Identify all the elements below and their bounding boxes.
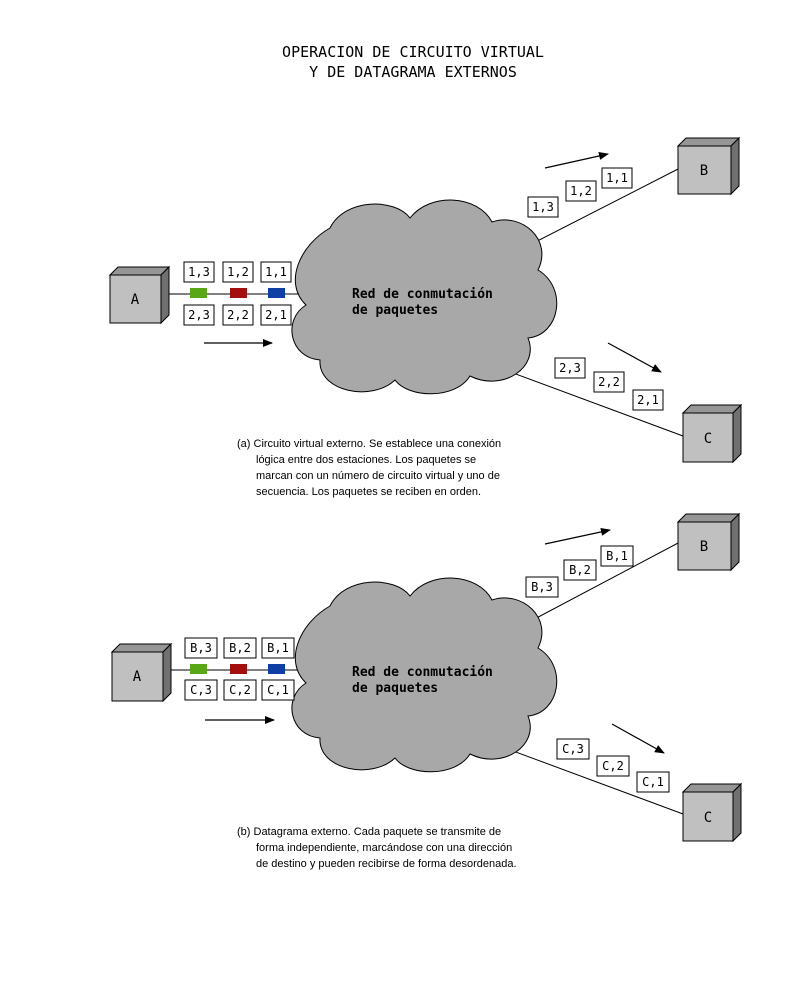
packet-label-box <box>183 304 215 326</box>
network-label-line-1: Red de conmutación <box>352 665 493 680</box>
packet-label-box <box>565 180 597 202</box>
direction-arrow <box>544 152 609 169</box>
node-a: A <box>108 265 171 325</box>
packet-label: C,2 <box>602 759 624 773</box>
packet-label: 2,3 <box>188 308 210 322</box>
node-a-label: A <box>133 669 142 685</box>
direction-arrow <box>607 342 662 373</box>
packet-label: 1,2 <box>227 265 249 279</box>
packet-label: 1,2 <box>570 184 592 198</box>
packet-label: 1,3 <box>188 265 210 279</box>
network-label-line-2: de paquetes <box>352 303 438 318</box>
title-line-1: OPERACION DE CIRCUITO VIRTUAL <box>282 43 544 61</box>
node-b-label: B <box>700 539 708 555</box>
caption-datagram-line-3: de destino y pueden recibirse de forma d… <box>256 858 517 870</box>
packet-label: B,2 <box>569 563 591 577</box>
link-network-c <box>504 747 684 815</box>
title-line-2: Y DE DATAGRAMA EXTERNOS <box>309 63 517 81</box>
packet-label: C,1 <box>642 775 664 789</box>
packet-label-box <box>223 679 257 701</box>
network-label-line-1: Red de conmutación <box>352 287 493 302</box>
direction-arrow <box>544 527 611 545</box>
packet-green <box>190 664 207 674</box>
packet-label: 1,1 <box>606 171 628 185</box>
packet-blue <box>268 288 285 298</box>
packet-label: B,1 <box>606 549 628 563</box>
packet-label: B,2 <box>229 641 251 655</box>
packet-label-box <box>632 389 664 411</box>
direction-arrow <box>611 723 665 754</box>
packet-label: B,1 <box>267 641 289 655</box>
packet-label-box <box>593 371 625 393</box>
packet-label: 2,1 <box>265 308 287 322</box>
node-a: A <box>110 642 173 703</box>
packet-label-box <box>261 679 295 701</box>
packet-label-box <box>223 637 257 659</box>
caption-virtual-circuit-line-4: secuencia. Los paquetes se reciben en or… <box>256 486 482 498</box>
packet-label: C,2 <box>229 683 251 697</box>
packet-label-box <box>636 771 670 793</box>
node-c-label: C <box>704 810 712 826</box>
packet-label-box <box>261 637 295 659</box>
packet-label-box <box>563 559 597 581</box>
caption-datagram-line-2: forma independiente, marcándose con una … <box>256 842 513 854</box>
packet-label: 1,1 <box>265 265 287 279</box>
packet-blue <box>268 664 285 674</box>
packet-label: 2,2 <box>598 375 620 389</box>
network-cloud <box>291 199 558 395</box>
packet-label: C,3 <box>190 683 212 697</box>
packet-label: 2,3 <box>559 361 581 375</box>
node-a-label: A <box>131 292 140 308</box>
packet-label: C,3 <box>562 742 584 756</box>
packet-label: C,1 <box>267 683 289 697</box>
node-c-label: C <box>704 431 712 447</box>
packet-label-box <box>222 261 254 283</box>
node-c: C <box>681 782 743 843</box>
packet-label-box <box>183 261 215 283</box>
link-network-c <box>504 369 684 437</box>
caption-virtual-circuit-line-1: (a) Circuito virtual externo. Se estable… <box>237 438 502 450</box>
packet-label-box <box>596 755 630 777</box>
packet-label-box <box>260 261 292 283</box>
node-b-label: B <box>700 163 708 179</box>
packet-green <box>190 288 207 298</box>
packet-label: B,3 <box>190 641 212 655</box>
packet-label-box <box>527 196 559 218</box>
packet-label: 1,3 <box>532 200 554 214</box>
packet-label-box <box>260 304 292 326</box>
section-datagram: Red de conmutación de paquetes A B C <box>110 512 743 843</box>
network-cloud <box>291 577 558 773</box>
caption-datagram-line-1: (b) Datagrama externo. Cada paquete se t… <box>237 826 502 838</box>
packet-red <box>230 288 247 298</box>
packet-label-box <box>184 679 218 701</box>
packet-label-box <box>601 167 633 189</box>
caption-virtual-circuit-line-2: lógica entre dos estaciones. Los paquete… <box>256 454 477 466</box>
packet-label-box <box>554 357 586 379</box>
packet-red <box>230 664 247 674</box>
node-b: B <box>676 512 741 572</box>
packet-label: B,3 <box>531 580 553 594</box>
packet-label: 2,2 <box>227 308 249 322</box>
packet-label: 2,1 <box>637 393 659 407</box>
packet-label-box <box>184 637 218 659</box>
packet-label-box <box>222 304 254 326</box>
node-c: C <box>681 403 743 464</box>
packet-label-box <box>600 545 634 567</box>
caption-virtual-circuit-line-3: marcan con un número de circuito virtual… <box>256 470 500 482</box>
network-label-line-2: de paquetes <box>352 681 438 696</box>
section-virtual-circuit: Red de conmutación de paquetes A B C <box>108 136 743 464</box>
packet-label-box <box>525 576 559 598</box>
packet-label-box <box>556 738 590 760</box>
node-b: B <box>676 136 741 196</box>
